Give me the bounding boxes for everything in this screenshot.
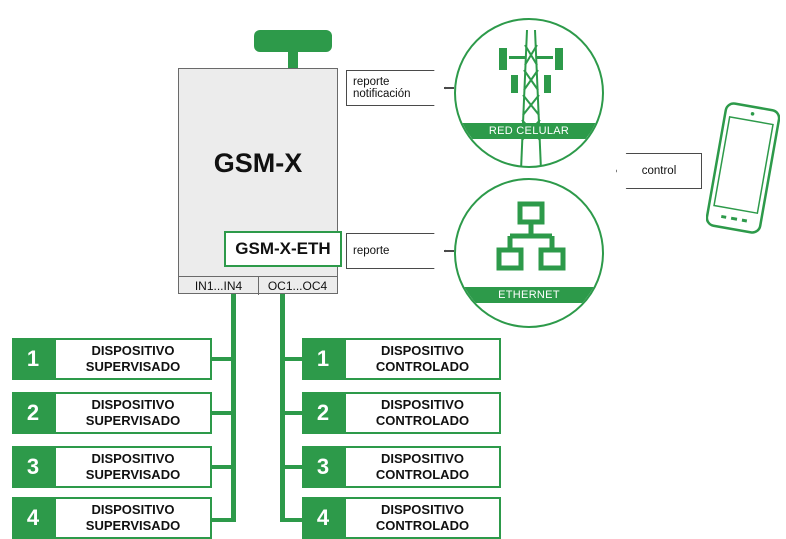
antenna-icon [254,30,332,70]
device-number: 3 [302,446,344,488]
network-icon [493,200,569,276]
device-number: 2 [302,392,344,434]
device-label: DISPOSITIVO SUPERVISADO [54,446,212,488]
phone-tag-text: control [641,165,677,177]
device-label-line1: DISPOSITIVO [380,343,465,358]
device-label: DISPOSITIVO CONTROLADO [344,392,501,434]
device-label-line1: DISPOSITIVO [91,451,175,466]
cellular-tag-line1: reporte [353,76,390,88]
device-label-line2: SUPERVISADO [85,413,181,428]
controlled-device-4: 4 DISPOSITIVO CONTROLADO [302,497,501,539]
cell-tower-icon [491,20,571,166]
device-label: DISPOSITIVO SUPERVISADO [54,497,212,539]
device-label: DISPOSITIVO SUPERVISADO [54,338,212,380]
cellular-tag-line2: notificación [353,88,411,100]
supervised-device-4: 4 DISPOSITIVO SUPERVISADO [12,497,212,539]
device-label: DISPOSITIVO CONTROLADO [344,497,501,539]
device-label: DISPOSITIVO CONTROLADO [344,446,501,488]
output-link-2 [280,411,302,415]
supervised-device-1: 1 DISPOSITIVO SUPERVISADO [12,338,212,380]
ethernet-module: GSM-X-ETH [224,231,342,267]
input-link-3 [212,465,236,469]
device-label-line1: DISPOSITIVO [91,343,175,358]
outputs-bus-line [280,294,285,520]
ethernet-tag-text: reporte [353,245,390,257]
device-label-line2: SUPERVISADO [85,467,181,482]
device-label: DISPOSITIVO SUPERVISADO [54,392,212,434]
device-label-line1: DISPOSITIVO [380,502,465,517]
device-label-line2: SUPERVISADO [85,518,181,533]
controlled-device-3: 3 DISPOSITIVO CONTROLADO [302,446,501,488]
device-label-line1: DISPOSITIVO [380,451,465,466]
inputs-port-label: IN1...IN4 [179,276,259,295]
input-link-2 [212,411,236,415]
cellular-network-circle: RED CELULAR [454,18,604,168]
inputs-bus-line [231,294,236,520]
ethernet-network-label: ETHERNET [456,287,602,303]
device-number: 3 [12,446,54,488]
outputs-port-label: OC1...OC4 [258,276,337,295]
output-link-3 [280,465,302,469]
device-label: DISPOSITIVO CONTROLADO [344,338,501,380]
cellular-report-tag: reporte notificación [346,70,446,106]
supervised-device-3: 3 DISPOSITIVO SUPERVISADO [12,446,212,488]
device-label-line2: CONTROLADO [375,467,470,482]
cellular-tag-connector [444,87,454,89]
device-number: 1 [302,338,344,380]
device-label-line2: CONTROLADO [375,359,470,374]
device-number: 4 [12,497,54,539]
device-label-line2: SUPERVISADO [85,359,181,374]
device-label-line2: CONTROLADO [375,518,470,533]
supervised-device-2: 2 DISPOSITIVO SUPERVISADO [12,392,212,434]
device-label-line1: DISPOSITIVO [91,397,175,412]
input-link-1 [212,357,236,361]
ethernet-network-circle: ETHERNET [454,178,604,328]
ethernet-report-tag: reporte [346,233,446,269]
device-number: 4 [302,497,344,539]
controlled-device-2: 2 DISPOSITIVO CONTROLADO [302,392,501,434]
smartphone-icon [705,100,781,236]
device-label-line1: DISPOSITIVO [380,397,465,412]
cellular-network-label: RED CELULAR [456,123,602,139]
device-label-line1: DISPOSITIVO [91,502,175,517]
controlled-device-1: 1 DISPOSITIVO CONTROLADO [302,338,501,380]
device-number: 2 [12,392,54,434]
device-label-line2: CONTROLADO [375,413,470,428]
input-link-4 [212,518,236,522]
output-link-4 [280,518,302,522]
output-link-1 [280,357,302,361]
phone-control-tag: control [616,153,702,189]
ethernet-tag-connector [444,250,454,252]
device-title: GSM-X [213,148,303,178]
device-number: 1 [12,338,54,380]
